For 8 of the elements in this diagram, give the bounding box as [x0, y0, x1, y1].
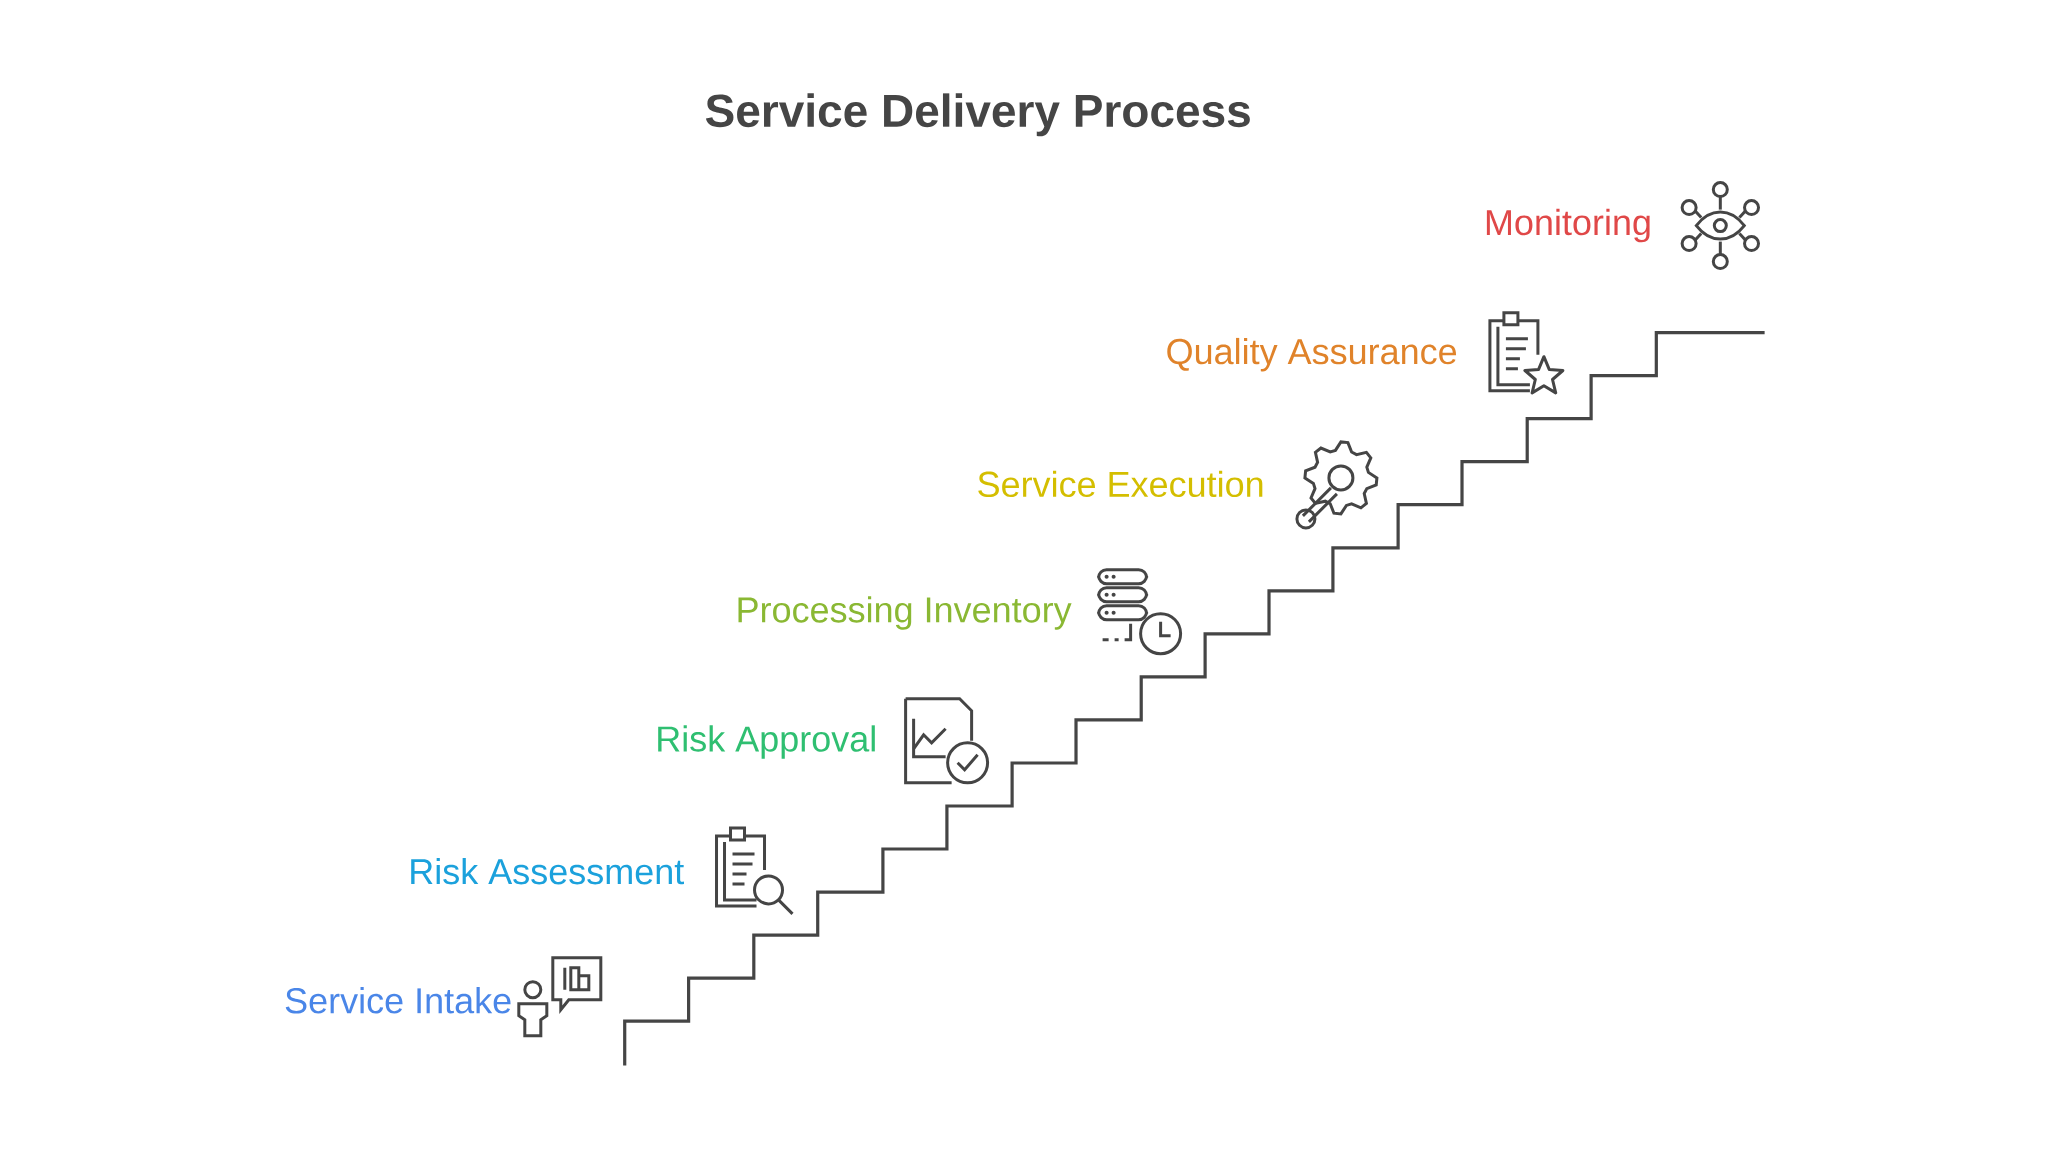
step-label: Monitoring	[1486, 208, 1650, 243]
step-label: Risk Assessment	[411, 857, 684, 885]
step-label: Processing Inventory	[738, 596, 1072, 630]
step-label: Quality Assurance	[1167, 337, 1457, 372]
step-label: Risk Approval	[658, 725, 875, 759]
step-label: Service Execution	[978, 470, 1263, 498]
title: Service Delivery Process	[705, 93, 1250, 137]
step-label: Service Intake	[285, 987, 511, 1014]
